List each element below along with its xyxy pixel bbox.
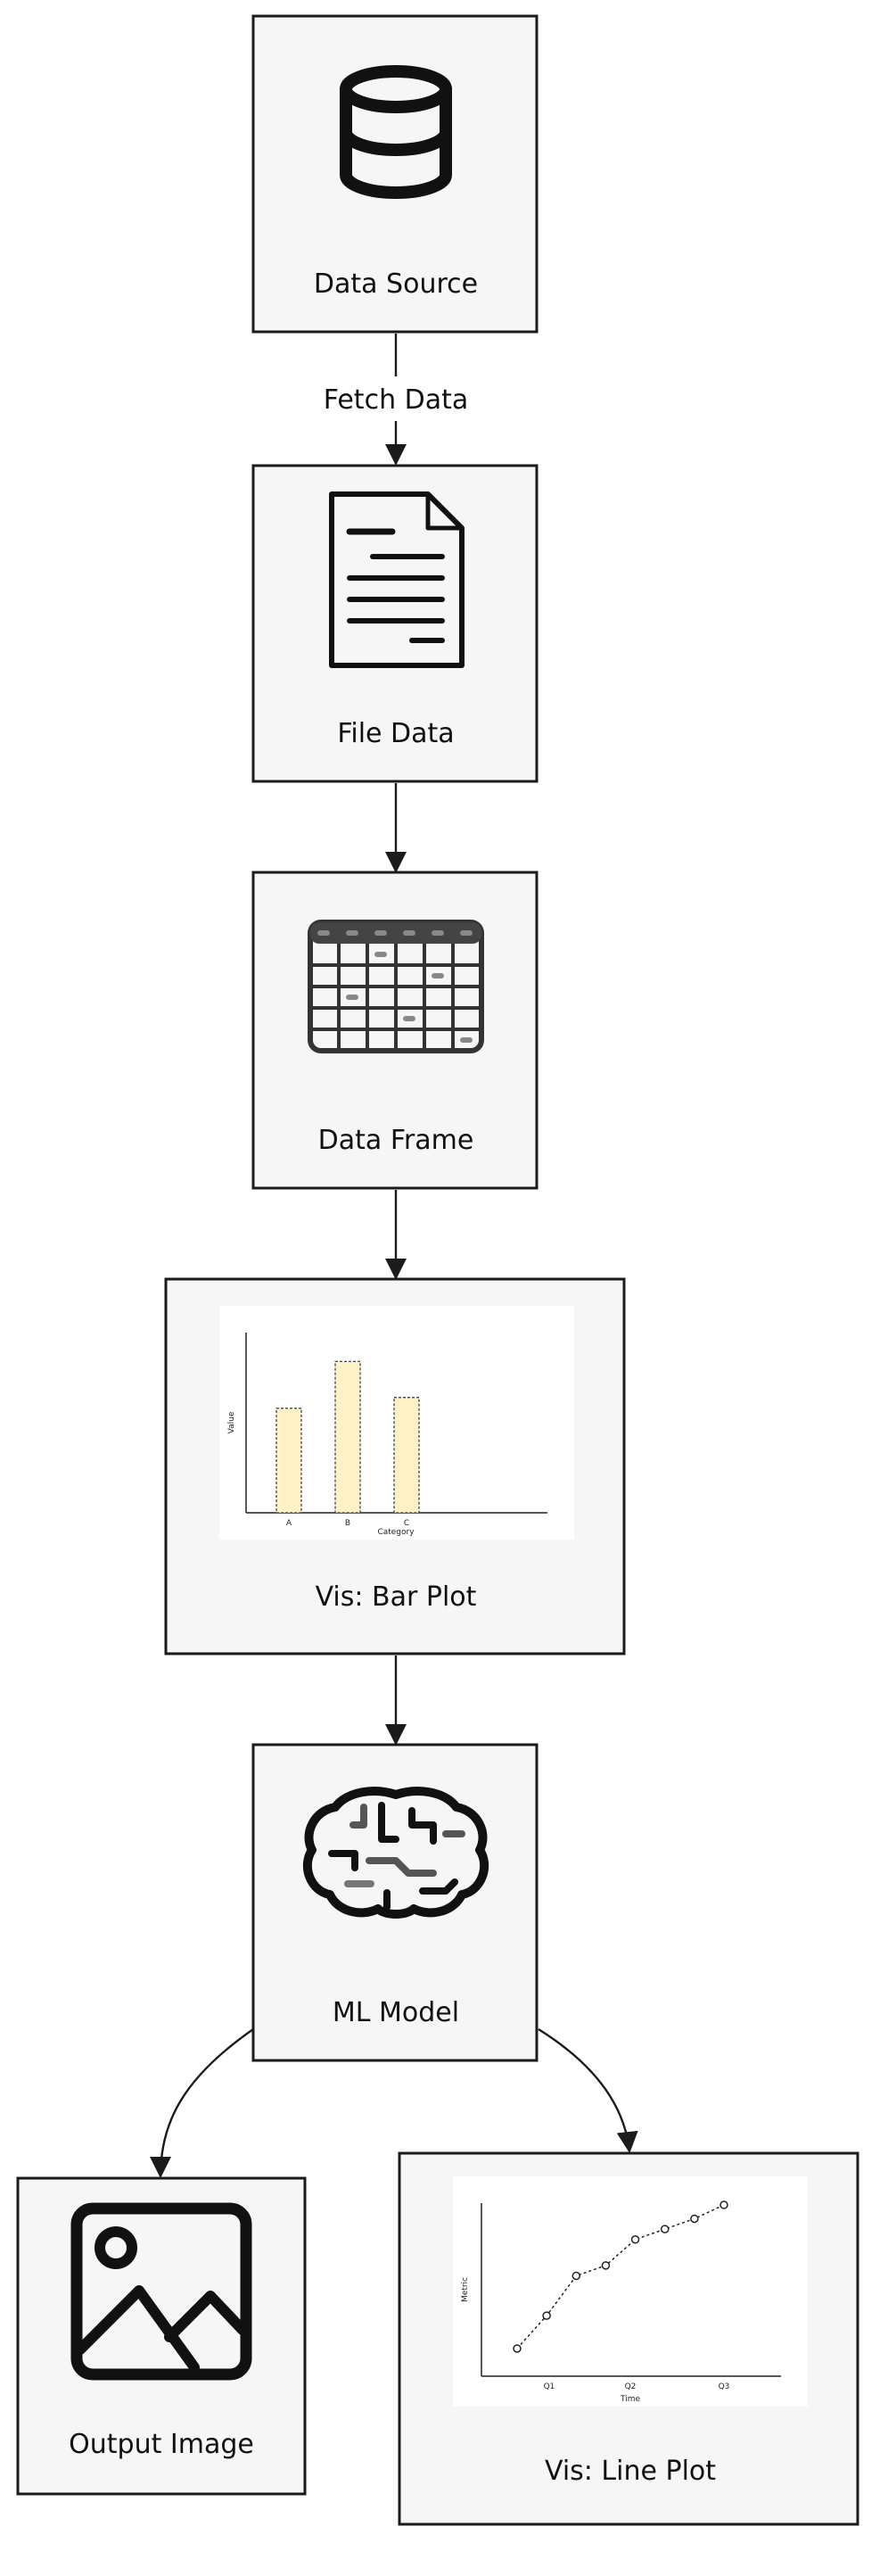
node-label-data-source: Data Source <box>314 268 478 300</box>
line-chart-thumbnail: Metric Time Q1 Q2 Q3 <box>453 2176 808 2407</box>
edges: Fetch Data <box>150 334 638 2178</box>
node-output-image[interactable]: Output Image <box>16 2176 307 2496</box>
node-label-output-image: Output Image <box>69 2429 254 2460</box>
bar-tick-label: A <box>286 1519 292 1528</box>
node-label-vis-bar-plot: Vis: Bar Plot <box>316 1581 477 1613</box>
line-tick-label: Q3 <box>719 2382 730 2391</box>
line-thumb-xlabel: Time <box>620 2395 640 2404</box>
line-thumb-ylabel: Metric <box>461 2277 470 2302</box>
line-point-7 <box>719 2200 728 2209</box>
edge-label-fetch-data: Fetch Data <box>324 384 469 416</box>
line-point-4 <box>630 2234 640 2244</box>
bar-thumb-ylabel: Value <box>227 1411 236 1433</box>
bar-tick-label: C <box>404 1519 409 1528</box>
line-point-5 <box>660 2225 670 2233</box>
bar-chart-thumbnail: Value Category A B C <box>219 1306 574 1540</box>
bar-thumb-bars: A B C <box>275 1360 420 1528</box>
node-file-data[interactable]: File Data <box>251 464 539 783</box>
line-tick-label: Q2 <box>625 2382 637 2391</box>
line-tick-label: Q1 <box>544 2382 555 2391</box>
bar-C <box>393 1397 420 1514</box>
image-icon <box>70 2202 252 2381</box>
table-icon <box>308 920 484 1053</box>
node-label-ml-model: ML Model <box>333 1997 459 2028</box>
bar-tick-label: B <box>345 1519 350 1528</box>
line-point-1 <box>542 2311 551 2320</box>
line-point-2 <box>571 2271 581 2281</box>
database-icon <box>340 65 452 199</box>
bar-A <box>275 1408 302 1514</box>
bar-B <box>334 1360 361 1514</box>
line-point-3 <box>601 2261 611 2270</box>
node-data-source[interactable]: Data Source <box>251 14 539 334</box>
edge-label-background <box>314 376 478 421</box>
node-label-vis-line-plot: Vis: Line Plot <box>545 2456 716 2487</box>
edge-ml-model-to-output-image <box>150 2028 254 2178</box>
document-icon <box>329 491 465 668</box>
node-label-file-data: File Data <box>337 718 454 749</box>
node-data-frame[interactable]: Data Frame <box>251 871 539 1190</box>
node-ml-model[interactable]: ML Model <box>251 1743 539 2062</box>
edge-ml-model-to-line-plot <box>538 2027 638 2153</box>
bar-thumb-xlabel: Category <box>377 1528 415 1537</box>
node-vis-line-plot[interactable]: Metric Time Q1 Q2 Q3 Vis: Line Plot <box>398 2151 859 2526</box>
brain-icon <box>302 1787 489 1919</box>
line-point-6 <box>690 2214 699 2224</box>
line-point-0 <box>513 2344 522 2353</box>
node-label-data-frame: Data Frame <box>318 1125 474 1156</box>
line-thumb-plot: Q1 Q2 Q3 <box>513 2200 730 2391</box>
line-series <box>516 2204 725 2349</box>
node-vis-bar-plot[interactable]: Value Category A B C Vis: Bar Plot <box>164 1277 626 1655</box>
